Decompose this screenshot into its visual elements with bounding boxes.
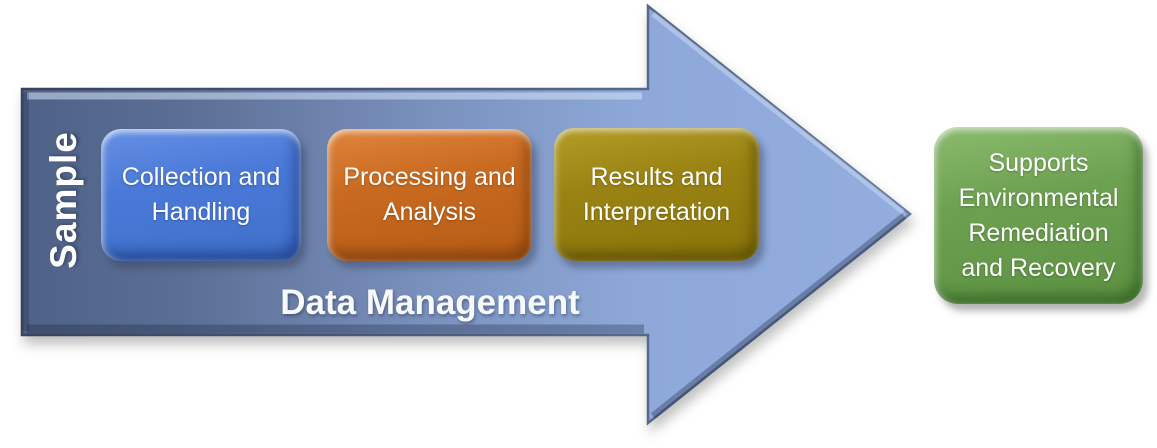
outcome-box-environmental-remediation: Supports Environmental Remediation and R… (934, 127, 1143, 304)
sample-vertical-label: Sample (43, 131, 84, 269)
stage-box-processing-and-analysis: Processing and Analysis (327, 129, 532, 261)
arrow-bevel-shadow-head (650, 213, 907, 419)
stage-box-results-and-interpretation: Results and Interpretation (554, 128, 759, 261)
stage-box-collection-and-handling: Collection and Handling (101, 129, 301, 261)
stage-label-results-and-interpretation: Results and Interpretation (582, 162, 731, 226)
stage-label-processing-and-analysis: Processing and Analysis (343, 163, 516, 226)
outcome-label: Supports Environmental Remediation and R… (958, 148, 1119, 282)
arrow-bevel-highlight-head (651, 12, 905, 214)
stage-label-collection-and-handling: Collection and Handling (121, 163, 281, 226)
data-management-label: Data Management (280, 283, 580, 322)
